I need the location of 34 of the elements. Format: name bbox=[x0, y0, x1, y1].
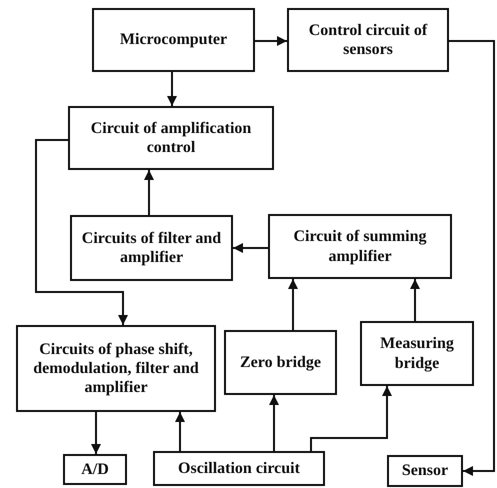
block-label: Circuit of summing amplifier bbox=[292, 227, 428, 266]
block-box bbox=[68, 106, 274, 170]
block-box bbox=[70, 215, 233, 281]
arrow bbox=[310, 386, 392, 451]
block-box bbox=[224, 330, 337, 395]
block-label: Circuits of phase shift, demodulation, filter and amplifier bbox=[32, 340, 200, 398]
arrow bbox=[449, 40, 495, 476]
arrow bbox=[233, 243, 268, 253]
arrow bbox=[269, 395, 279, 451]
block-box bbox=[268, 214, 452, 279]
block-box bbox=[387, 455, 463, 487]
arrow bbox=[35, 139, 128, 325]
block-label: A/D bbox=[81, 460, 109, 480]
block-label: Microcomputer bbox=[120, 30, 228, 50]
arrow bbox=[167, 72, 177, 106]
arrow bbox=[144, 170, 154, 215]
arrow bbox=[255, 36, 287, 46]
block-label: Oscillation circuit bbox=[178, 458, 300, 478]
block-box bbox=[153, 451, 325, 486]
block-box bbox=[92, 8, 255, 72]
block-label: Circuits of filter and amplifier bbox=[80, 228, 222, 268]
arrow bbox=[410, 279, 420, 321]
block-label: Zero bridge bbox=[240, 352, 322, 372]
block-label: Control circuit of sensors bbox=[308, 20, 428, 60]
arrow bbox=[288, 279, 298, 330]
arrow bbox=[91, 412, 101, 454]
block-label: Sensor bbox=[402, 461, 448, 481]
block-box bbox=[16, 325, 216, 412]
block-label: Measuring bridge bbox=[379, 334, 455, 373]
block-box bbox=[287, 8, 449, 72]
block-box bbox=[360, 321, 474, 386]
block-box bbox=[63, 454, 127, 485]
block-label: Circuit of amplification control bbox=[90, 118, 252, 158]
arrow bbox=[175, 412, 185, 451]
